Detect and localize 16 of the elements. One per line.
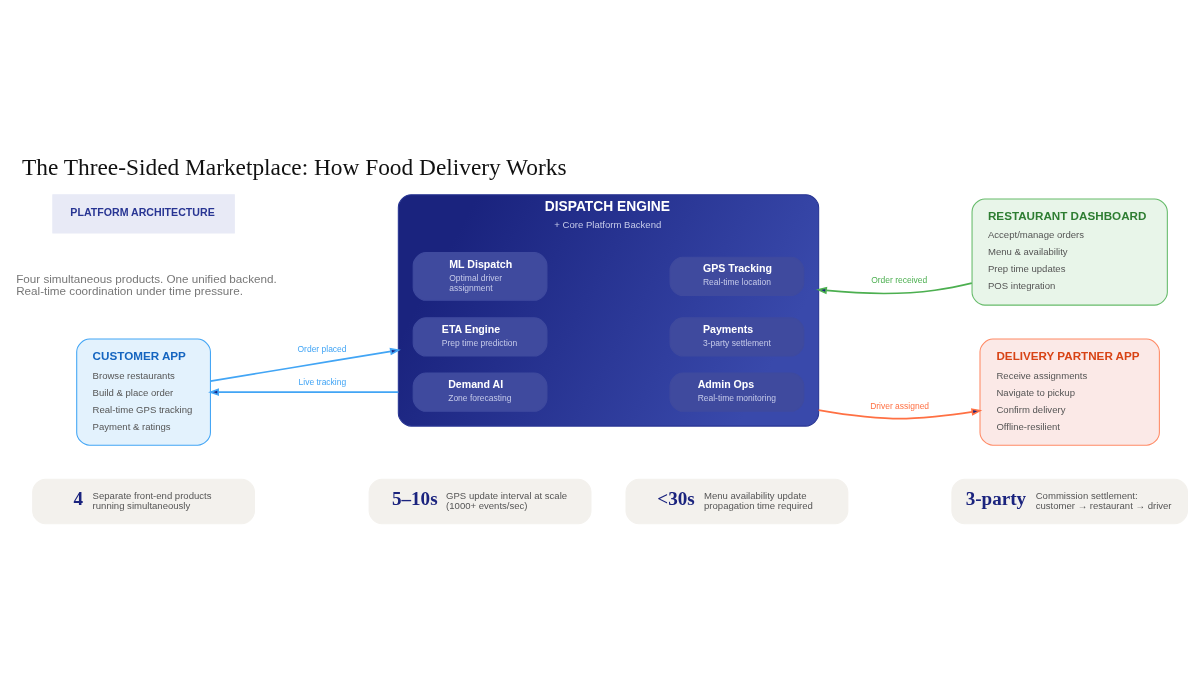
edge-label: Order placed xyxy=(297,343,347,354)
arrow xyxy=(208,387,400,396)
arrow xyxy=(817,407,983,420)
edge-label: Order received xyxy=(871,274,928,285)
edge-label: Driver assigned xyxy=(870,400,930,411)
node-box: ML Dispatch Optimal driver assignment xyxy=(412,251,548,301)
node-box: DELIVERY PARTNER APP Receive assignments Navigate to pickup Confirm delivery Offline-resilient xyxy=(979,338,1160,446)
node-box: ETA Engine Prep time prediction xyxy=(412,316,548,357)
node-box: CUSTOMER APP Browse restaurants Build & place order Real-time GPS tracking Payment & ratings xyxy=(76,338,211,446)
edge-label: Live tracking xyxy=(298,376,347,387)
arrow xyxy=(209,347,401,382)
arrow xyxy=(816,281,973,294)
node-box: RESTAURANT DASHBOARD Accept/manage orders Menu & availability Prep time updates POS integration xyxy=(971,197,1168,306)
label: Four simultaneous products. One unified backend. Real-time coordination under time pressure. xyxy=(16,271,277,297)
diagram-title: The Three-Sided Marketplace: How Food Delivery Works xyxy=(22,153,567,180)
node-box: Demand AI Zone forecasting xyxy=(412,372,548,412)
